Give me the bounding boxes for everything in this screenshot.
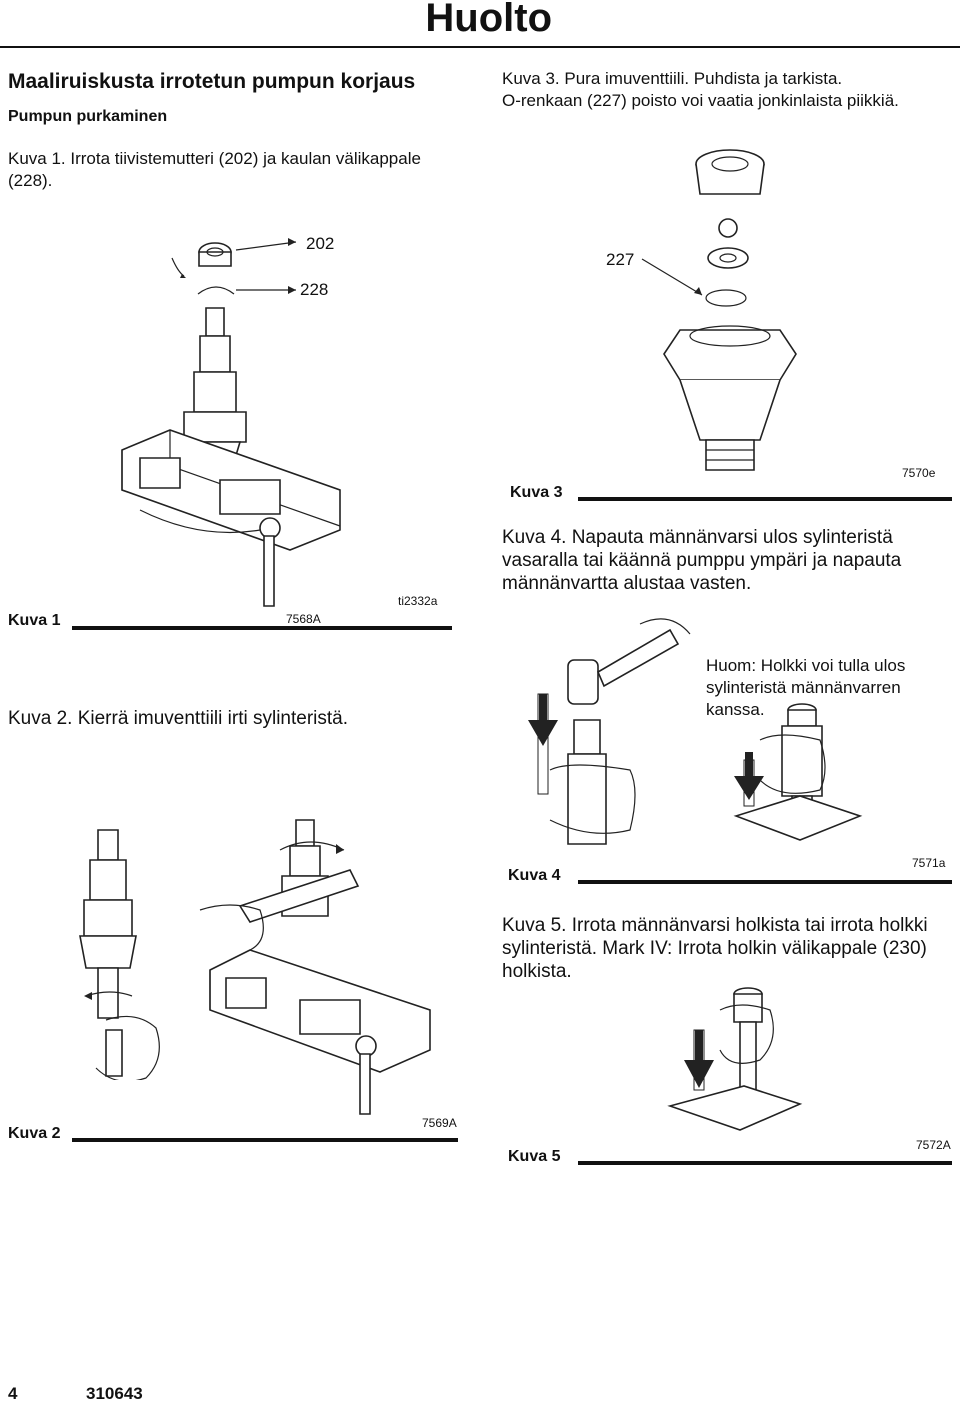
kuva1-label-228: 228 — [300, 280, 329, 299]
kuva1-code2: ti2332a — [398, 594, 438, 608]
kuva3-rule — [578, 497, 952, 501]
kuva3-label-227: 227 — [606, 250, 635, 269]
kuva2-illustration-left — [70, 820, 190, 1080]
kuva1-instruction: Kuva 1. Irrota tiivistemutteri (202) ja … — [8, 149, 421, 190]
section-heading: Maaliruiskusta irrotetun pumpun korjaus — [8, 70, 416, 93]
footer-page-number: 4 — [8, 1384, 18, 1403]
kuva3-instruction-line1: Kuva 3. Pura imuventtiili. Puhdista ja t… — [502, 69, 843, 88]
kuva4-illustration-base — [730, 700, 870, 860]
kuva5-rule — [578, 1161, 952, 1165]
kuva5-instruction: Kuva 5. Irrota männänvarsi holkista tai … — [502, 915, 928, 982]
footer-doc-number: 310643 — [86, 1384, 143, 1403]
kuva4-code: 7571a — [912, 856, 946, 870]
kuva4-rule — [578, 880, 952, 884]
kuva3-code: 7570e — [902, 466, 936, 480]
kuva2-code: 7569A — [422, 1116, 457, 1130]
page-header: Huolto — [0, 0, 960, 42]
kuva2-rule — [72, 1138, 458, 1142]
kuva2-instruction: Kuva 2. Kierrä imuventtiili irti sylinte… — [8, 708, 348, 729]
kuva1-label-202: 202 — [306, 234, 335, 253]
kuva3-instruction-line2: O-renkaan (227) poisto voi vaatia jonkin… — [502, 91, 899, 110]
kuva3-caption: Kuva 3 — [510, 484, 563, 501]
kuva2-caption: Kuva 2 — [8, 1125, 61, 1142]
kuva1-code: 7568A — [286, 612, 321, 626]
kuva3-illustration — [640, 140, 840, 480]
kuva2-illustration-vise — [180, 810, 470, 1130]
kuva4-note: Huom: Holkki voi tulla ulos sylinteristä… — [706, 656, 906, 719]
kuva5-illustration — [660, 980, 810, 1140]
kuva5-caption: Kuva 5 — [508, 1148, 561, 1165]
kuva4-instruction: Kuva 4. Napauta männänvarsi ulos sylinte… — [502, 527, 902, 594]
kuva4-caption: Kuva 4 — [508, 867, 561, 884]
kuva1-illustration — [110, 238, 460, 620]
header-rule — [0, 46, 960, 48]
kuva1-caption: Kuva 1 — [8, 612, 61, 629]
kuva5-code: 7572A — [916, 1138, 951, 1152]
page-title: Huolto — [425, 0, 552, 40]
section-subheading: Pumpun purkaminen — [8, 108, 168, 125]
kuva3-leader-227 — [640, 255, 710, 305]
kuva4-illustration-hammer — [528, 610, 700, 860]
kuva1-rule — [72, 626, 452, 630]
